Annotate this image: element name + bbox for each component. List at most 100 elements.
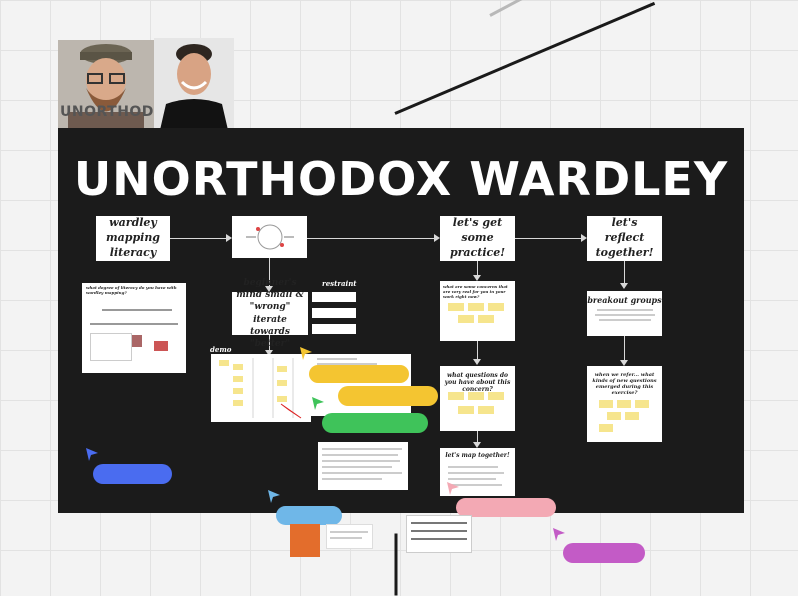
concern-sticky-4 [458,315,474,323]
card-wardley-literacy[interactable]: wardley mapping literacy [96,216,170,261]
notes2-line-1 [322,448,402,450]
drawn-line-vertical[interactable] [394,533,398,596]
collaborator-pill-yellow-2[interactable] [338,386,438,406]
questions-sticky-1 [448,392,464,400]
connector-3-arrow [581,234,587,242]
notes2-line-4 [322,466,392,468]
connector-v-concern-arrow [473,359,481,365]
connector-v-reflect [624,261,625,285]
connector-2-arrow [434,234,440,242]
connector-v-practice [477,261,478,277]
breakout-line-2 [594,313,655,316]
connector-2 [307,238,434,239]
avatar-brand-text: UNORTHODOX [60,104,178,120]
collaborator-pill-magenta[interactable] [563,543,645,563]
literacy-photo-2 [154,341,168,351]
map-together-line-4 [448,484,502,486]
breakout-line-3 [598,318,651,321]
restraint-card-3[interactable] [312,324,356,334]
restraint-card-2[interactable] [312,308,356,318]
demo-sticky-7 [277,380,287,386]
drawn-line-gray[interactable] [489,0,535,17]
connector-v-concern [477,331,478,361]
card-reflect[interactable]: let's reflect together! [587,216,662,261]
connector-v-questions [477,431,478,445]
demo-sticky-8 [277,396,287,402]
refers-sticky-4 [607,412,621,420]
questions-worksheet[interactable]: what questions do you have about this co… [440,366,515,431]
board-frame[interactable]: UNORTHODOX WARDLEY wardley mapping liter… [58,128,744,513]
collaborator-pill-blue[interactable] [93,464,172,484]
avatar-user-2 [154,38,234,130]
notes-line-2 [317,363,377,365]
restraint-card-1[interactable] [312,292,356,302]
literacy-scale-line [102,309,172,311]
canvas-diagram-line-2 [411,530,467,532]
canvas-diagram-line-1 [411,522,467,524]
notes-card-small[interactable] [326,524,373,549]
notes-card-line-2 [330,537,362,539]
notes-document-2[interactable] [318,442,408,490]
questions-sticky-5 [478,406,494,414]
demo-map-lines [252,358,302,419]
card-practice[interactable]: let's get some practice! [440,216,515,261]
literacy-photo [132,335,142,347]
demo-map[interactable] [211,354,311,422]
cycle-diagram-icon [245,224,294,250]
notes2-line-3 [322,460,400,462]
map-together-label: let's map together! [445,452,510,459]
cursor-pink-icon [447,482,459,495]
notes-line-1 [317,358,357,360]
refers-sticky-5 [625,412,639,420]
cursor-yellow-icon [300,347,312,360]
refers-sticky-1 [599,400,613,408]
board-title: UNORTHODOX WARDLEY [73,152,729,206]
connector-3 [515,238,581,239]
notes-document-1[interactable] [311,354,411,416]
demo-sticky-6 [277,366,287,372]
card-cycle-diagram[interactable] [232,216,307,258]
collaborator-pill-green[interactable] [322,413,428,433]
collaborator-pill-lightblue[interactable] [276,506,342,525]
questions-sticky-4 [458,406,474,414]
canvas-diagram-thumbnail[interactable] [406,515,472,553]
collaborator-pill-yellow-1[interactable] [309,365,409,383]
questions-sticky-2 [468,392,484,400]
questions-label: what questions do you have about this co… [444,372,511,393]
refers-worksheet[interactable]: when we refer... what kinds of new quest… [587,366,662,442]
orange-book-thumbnail[interactable] [290,524,320,557]
refers-sticky-3 [635,400,649,408]
connector-v-practice-arrow [473,275,481,281]
cursor-green-icon [312,397,324,410]
card-wardley-literacy-label: wardley mapping literacy [105,216,161,259]
concern-question: what are some concerns that are very rea… [443,284,508,299]
connector-v-reflect-arrow [620,283,628,289]
drawn-line-diagonal[interactable] [394,1,656,115]
map-together-line-1 [448,466,498,468]
card-reflect-label: let's reflect together! [595,216,654,259]
refers-sticky-2 [617,400,631,408]
demo-sticky-5 [233,400,243,406]
literacy-scale-line-2 [90,323,178,325]
connector-v-breakout-arrow [620,360,628,366]
card-beginners-mind-label: beginner's mind small & "wrong" iterate … [236,278,304,349]
collaborator-pill-pink[interactable] [456,498,556,517]
demo-sticky-4 [233,388,243,394]
concern-worksheet[interactable]: what are some concerns that are very rea… [440,281,515,341]
connector-v-beginner [269,335,270,353]
literacy-worksheet[interactable]: what degree of literacy do you have with… [82,283,186,373]
connector-1-arrow [226,234,232,242]
concern-sticky-5 [478,315,494,323]
notes2-line-2 [322,454,398,456]
restraint-label: restraint [322,279,357,288]
questions-sticky-3 [488,392,504,400]
connector-v-cycle [269,258,270,288]
card-beginners-mind[interactable]: beginner's mind small & "wrong" iterate … [232,278,308,349]
card-breakout[interactable]: breakout groups [587,291,662,336]
connector-v-cycle-arrow [265,286,273,292]
notes2-line-6 [322,478,382,480]
cursor-blue-icon [86,448,98,461]
notes-card-line-1 [330,531,368,533]
card-breakout-label: breakout groups [587,295,662,305]
breakout-line-1 [596,308,653,311]
